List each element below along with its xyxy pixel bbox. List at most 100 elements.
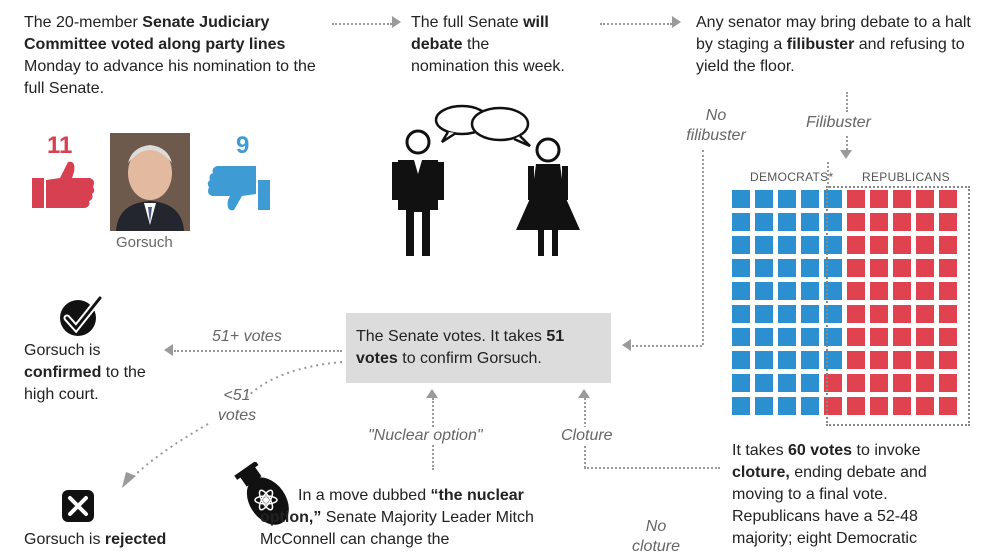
republican-seat: [870, 236, 888, 254]
cloture-text: It takes 60 votes to invoke cloture, end…: [732, 442, 927, 547]
republican-seat: [847, 397, 865, 415]
democrat-seat: [801, 190, 819, 208]
democrat-seat: [824, 328, 842, 346]
republican-seat: [870, 374, 888, 392]
democrat-seat: [732, 213, 750, 231]
republican-seat: [893, 351, 911, 369]
republican-seat: [893, 236, 911, 254]
bomb-icon: [234, 462, 289, 525]
republican-seat: [893, 190, 911, 208]
republican-seat: [824, 374, 842, 392]
senate-vote-box: The Senate votes. It takes 51 votes to c…: [346, 313, 611, 383]
democrat-seat: [755, 374, 773, 392]
democrat-seat: [801, 282, 819, 300]
votes-51plus-label: 51+ votes: [212, 328, 282, 345]
republican-seat: [893, 328, 911, 346]
republican-seat: [870, 328, 888, 346]
filibuster-line-bottom: [846, 136, 848, 150]
thumbs-up-icon: [32, 161, 95, 208]
arrow-head-icon: [426, 389, 438, 398]
republican-seat: [939, 213, 957, 231]
republican-seat: [939, 328, 957, 346]
cloture-line-horizontal: [584, 467, 720, 469]
republican-seat: [893, 259, 911, 277]
democrat-seat: [801, 397, 819, 415]
republican-seat: [870, 213, 888, 231]
democrat-seat: [778, 213, 796, 231]
republican-seat: [939, 236, 957, 254]
democrat-seat: [824, 282, 842, 300]
republican-seat: [939, 374, 957, 392]
democrat-seat: [732, 374, 750, 392]
arrow-head-icon: [164, 344, 173, 356]
republican-seat: [870, 305, 888, 323]
democrat-seat: [824, 213, 842, 231]
arrow-head-icon: [392, 16, 401, 28]
no-filibuster-label: No filibuster: [686, 107, 746, 144]
republican-seat: [824, 397, 842, 415]
senate-vote-text: The Senate votes. It takes 51 votes to c…: [356, 328, 565, 367]
step-committee-text: The 20-member Senate Judiciary Committee…: [24, 14, 316, 97]
democrat-seat: [778, 190, 796, 208]
democrat-seat: [732, 397, 750, 415]
nominee-photo: [110, 133, 190, 231]
republican-seat: [870, 190, 888, 208]
republican-seat: [847, 190, 865, 208]
republican-seat: [916, 351, 934, 369]
democrat-seat: [755, 236, 773, 254]
republican-seat: [916, 397, 934, 415]
nominee-name-label: Gorsuch: [116, 234, 173, 251]
democrat-seat: [824, 351, 842, 369]
democrat-seat: [824, 259, 842, 277]
republican-seat: [893, 213, 911, 231]
republican-block-outline: [826, 186, 970, 426]
no-vote-count: 9: [236, 132, 250, 159]
democrat-seat: [801, 259, 819, 277]
republican-seat: [847, 259, 865, 277]
filibuster-label: Filibuster: [806, 114, 871, 131]
republican-seat: [939, 259, 957, 277]
democrat-seat: [732, 351, 750, 369]
republican-seat: [916, 190, 934, 208]
confirmed-text: Gorsuch is confirmed to the high court.: [24, 342, 146, 403]
democrat-seat: [755, 282, 773, 300]
democrat-seat: [732, 259, 750, 277]
republican-seat: [870, 397, 888, 415]
republican-seat: [916, 305, 934, 323]
republican-seat: [916, 259, 934, 277]
republican-seat: [847, 351, 865, 369]
democrat-seat: [732, 328, 750, 346]
republican-seat: [847, 305, 865, 323]
republican-seat: [916, 374, 934, 392]
republican-seat: [847, 236, 865, 254]
democrat-seat: [778, 328, 796, 346]
republican-seat: [939, 190, 957, 208]
arrow-head-icon: [578, 389, 590, 398]
no-filibuster-line-horizontal: [632, 345, 702, 347]
republican-seat: [847, 213, 865, 231]
republican-seat: [893, 305, 911, 323]
rejected-x-icon: [62, 490, 94, 522]
republican-seat: [939, 397, 957, 415]
republican-seat: [939, 305, 957, 323]
republican-seat: [847, 282, 865, 300]
reject-curve-line: [122, 361, 343, 488]
party-divider-line: [827, 162, 829, 188]
democrat-seat: [801, 374, 819, 392]
democrat-seat: [778, 397, 796, 415]
thumbs-down-icon: [207, 166, 270, 211]
democrat-seat: [801, 305, 819, 323]
democrat-seat: [755, 328, 773, 346]
democrat-seat: [778, 351, 796, 369]
democrat-seat: [801, 351, 819, 369]
senators-debating-icon: [392, 104, 580, 256]
democrat-seat: [778, 305, 796, 323]
cloture-label: Cloture: [559, 427, 615, 445]
democrat-seat: [824, 305, 842, 323]
arrow-head-icon: [622, 339, 631, 351]
democrat-seat: [755, 397, 773, 415]
republican-seat: [847, 328, 865, 346]
arrow-head-icon: [672, 16, 681, 28]
nuclear-option-text: In a move dubbed “the nuclear option,” S…: [260, 487, 534, 548]
republican-seat: [939, 282, 957, 300]
